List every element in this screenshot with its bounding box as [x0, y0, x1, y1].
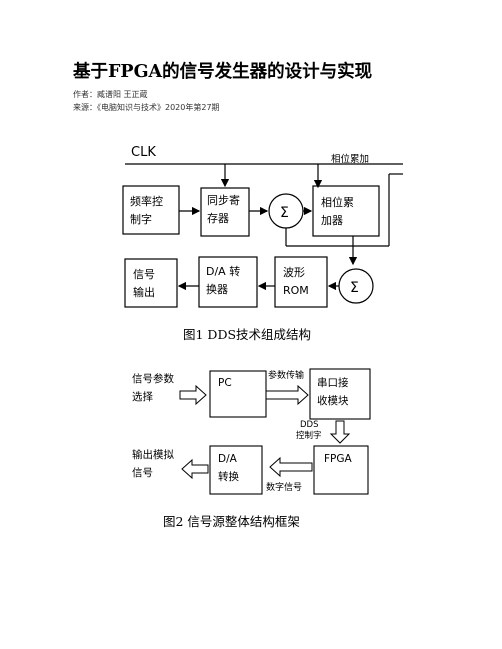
serial-l2: 收模块	[317, 394, 349, 407]
rom-l1: 波形	[283, 266, 305, 279]
dds-label-l1: DDS	[300, 420, 319, 430]
phase-acc-box	[312, 185, 380, 237]
phase-acc-l2: 加器	[321, 214, 343, 227]
sync-reg-l2: 存器	[207, 211, 229, 225]
phase-acc-l1: 相位累	[321, 195, 354, 209]
hollow-arrow-2	[265, 384, 309, 406]
clk-label: CLK	[131, 145, 156, 160]
da-convert-box	[209, 445, 263, 495]
dds-label-l2: 控制字	[296, 430, 322, 441]
figure-1-caption: 图1 DDS技术组成结构	[183, 327, 312, 342]
phase-offset-label: 相位累加	[331, 153, 369, 165]
analog-out-l2: 信号	[132, 467, 153, 479]
freq-ctrl-l2: 制字	[130, 212, 152, 226]
figure-2-caption: 图2 信号源整体结构框架	[163, 514, 300, 529]
param-transfer-label: 参数传输	[268, 369, 304, 381]
param-select-l2: 选择	[132, 390, 153, 403]
analog-out-l1: 输出模拟	[132, 448, 174, 461]
signal-output-box	[124, 258, 178, 308]
hollow-arrow-down	[329, 420, 351, 444]
sync-reg-l1: 同步寄	[207, 193, 240, 207]
da-l1: D/A 转	[206, 264, 240, 278]
freq-ctrl-l1: 频率控	[130, 194, 163, 208]
da2-l2: 转换	[218, 470, 239, 483]
hollow-arrow-3	[181, 458, 209, 480]
source-line: 来源：《电脑知识与技术》2020年第27期	[73, 103, 220, 112]
hollow-arrow-1	[179, 384, 207, 406]
figure-2-structure-diagram: 信号参数 选择 PC 参数传输 串口接 收模块 DDS 控制字 输出模拟 信号 …	[132, 368, 371, 495]
freq-ctrl-box	[122, 185, 180, 235]
digital-signal-label: 数字信号	[266, 481, 302, 493]
waveform-rom-box	[274, 256, 328, 308]
fpga-box	[313, 445, 369, 495]
pc-label: PC	[218, 377, 232, 389]
output-l2: 输出	[133, 285, 155, 299]
author-line: 作者：臧谱阳 王正蔵	[73, 90, 148, 99]
hollow-arrow-4	[269, 456, 313, 478]
rom-l2: ROM	[283, 284, 309, 297]
adder-2-symbol: Σ	[350, 280, 359, 296]
fpga-label: FPGA	[324, 453, 353, 465]
da2-l1: D/A	[218, 453, 238, 465]
adder-1-symbol: Σ	[280, 205, 289, 221]
sync-reg-box	[200, 187, 250, 237]
da-l2: 换器	[206, 282, 228, 296]
serial-receive-box	[309, 368, 371, 420]
figure-1-dds-diagram: CLK 相位累加 频率控 制字 同步寄 存器 Σ 相位累 加器 信号 输出 D/…	[122, 145, 403, 308]
document-title: 基于FPGA的信号发生器的设计与实现	[73, 62, 373, 82]
output-l1: 信号	[133, 268, 155, 281]
da-converter-box	[198, 256, 258, 308]
serial-l1: 串口接	[317, 376, 349, 389]
param-select-l1: 信号参数	[132, 372, 174, 385]
